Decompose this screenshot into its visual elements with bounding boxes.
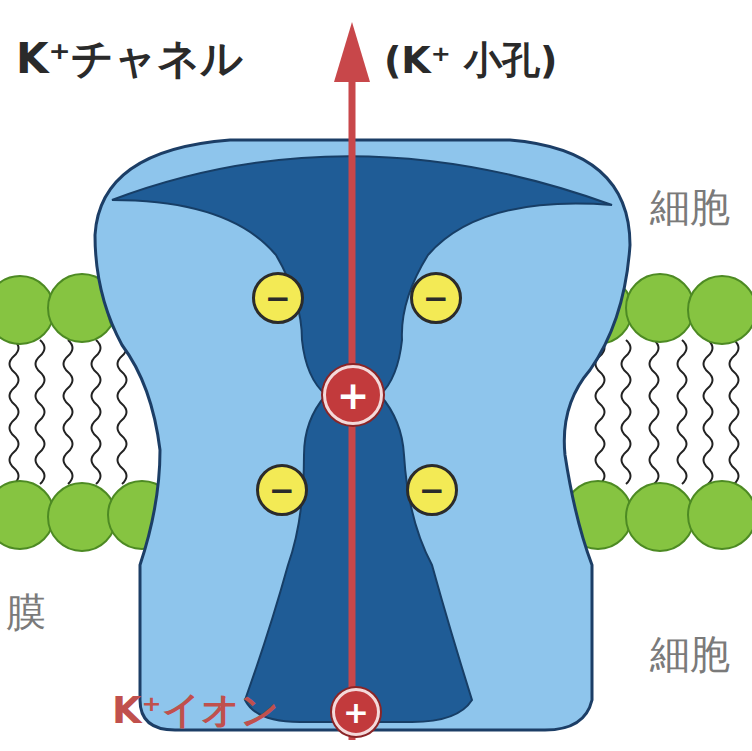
membrane-label: 膜 bbox=[6, 590, 46, 634]
flow-arrow bbox=[334, 22, 370, 740]
charge-sign: − bbox=[265, 283, 291, 314]
channel-protein bbox=[95, 140, 630, 730]
potassium-ion: + bbox=[332, 688, 380, 736]
potassium-ion: + bbox=[323, 365, 383, 425]
negative-charge: − bbox=[252, 272, 304, 324]
charge-sign: + bbox=[343, 697, 369, 728]
region-label: 細胞 bbox=[650, 185, 730, 229]
pore-label: (K⁺ 小孔) bbox=[384, 40, 557, 82]
charge-sign: − bbox=[269, 475, 295, 506]
region-label: 細胞 bbox=[650, 632, 730, 676]
charge-sign: − bbox=[419, 475, 445, 506]
charge-sign: − bbox=[423, 283, 449, 314]
negative-charge: − bbox=[256, 464, 308, 516]
negative-charge: − bbox=[410, 272, 462, 324]
pore bbox=[112, 156, 612, 722]
negative-charge: − bbox=[406, 464, 458, 516]
charge-sign: + bbox=[337, 376, 370, 415]
title-label: K⁺チャネル bbox=[16, 36, 243, 82]
ion-label: K⁺イオン bbox=[112, 690, 279, 732]
